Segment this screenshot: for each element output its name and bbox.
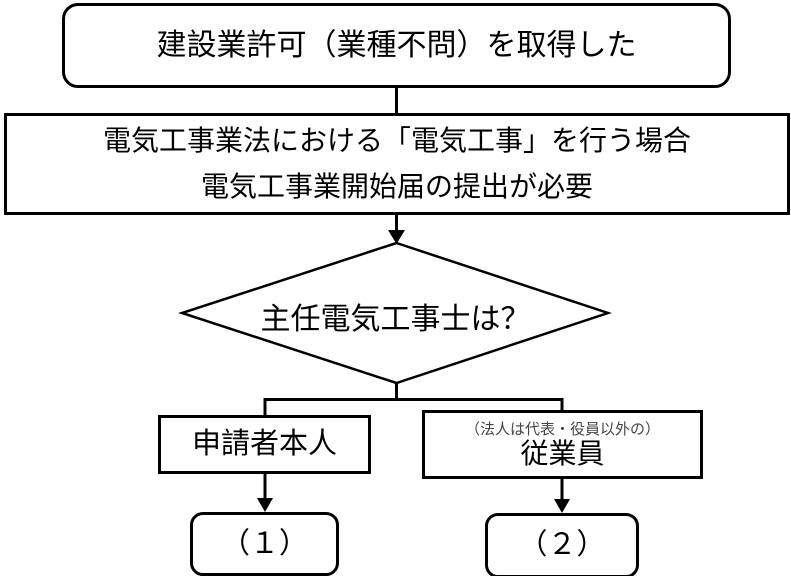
option-employee-node: （法人は代表・役員以外の） 従業員	[422, 410, 703, 479]
result-2-node: （２）	[485, 513, 639, 576]
arrowhead-into-decision	[388, 230, 405, 244]
result-1-label: （１）	[220, 527, 308, 560]
arrowhead-into-result-2	[554, 499, 570, 513]
option-applicant-node: 申請者本人	[158, 415, 371, 474]
arrowhead-into-result-1	[257, 498, 273, 512]
option-applicant-label: 申請者本人	[191, 428, 337, 461]
result-2-label: （２）	[518, 529, 606, 562]
option-employee-note: （法人は代表・役員以外の）	[464, 420, 660, 438]
process-node: 電気工事業法における「電気工事」を行う場合 電気工事業開始届の提出が必要	[4, 113, 790, 215]
decision-node-label: 主任電気工事士は？	[260, 303, 531, 336]
result-1-node: （１）	[190, 512, 339, 576]
start-terminal-label: 建設業許可（業種不問）を取得した	[156, 28, 637, 62]
start-terminal-node: 建設業許可（業種不問）を取得した	[62, 3, 731, 88]
process-line-1: 電気工事業法における「電気工事」を行う場合	[102, 125, 691, 156]
process-line-2: 電気工事業開始届の提出が必要	[200, 171, 593, 202]
option-employee-label: 従業員	[520, 437, 605, 469]
